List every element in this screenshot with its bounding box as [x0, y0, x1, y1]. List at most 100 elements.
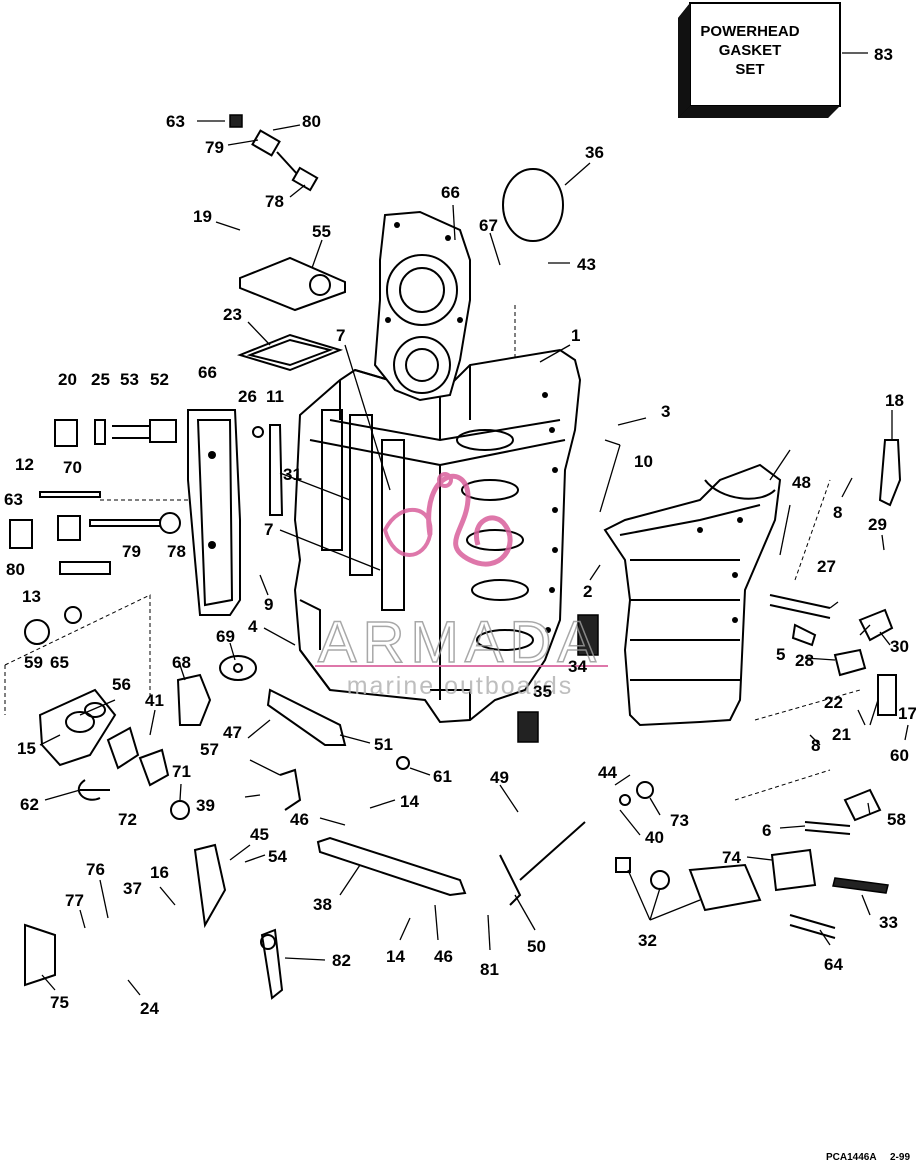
callout: 8	[833, 503, 842, 522]
callout: 53	[120, 370, 139, 389]
callout: 9	[264, 595, 273, 614]
callout: 4	[248, 617, 258, 636]
callout: 47	[223, 723, 242, 742]
callout: 8	[811, 736, 820, 755]
callout: 55	[312, 222, 331, 241]
watermark: ARMADA marine outboards	[315, 472, 608, 700]
head-gasket	[373, 210, 471, 402]
callout: 68	[172, 653, 191, 672]
leader-lines	[39, 120, 909, 996]
callout: 54	[268, 847, 287, 866]
callout: 50	[527, 937, 546, 956]
callout: 75	[50, 993, 69, 1012]
callout: 46	[434, 947, 453, 966]
callout: 65	[50, 653, 69, 672]
callout: 52	[150, 370, 169, 389]
callout: 39	[196, 796, 215, 815]
callout: 24	[140, 999, 159, 1018]
callout: 35	[533, 682, 552, 701]
side-cover	[187, 409, 241, 616]
callout: 21	[832, 725, 851, 744]
box-line-2: GASKET	[719, 42, 782, 59]
callout: 45	[250, 825, 269, 844]
callout: 23	[223, 305, 242, 324]
callout: 46	[290, 810, 309, 829]
callout: 5	[776, 645, 785, 664]
callout: 25	[91, 370, 110, 389]
callout: 83	[874, 45, 893, 64]
callout: 18	[885, 391, 904, 410]
callout: 80	[6, 560, 25, 579]
callout: 76	[86, 860, 105, 879]
callout: 60	[890, 746, 909, 765]
callout: 61	[433, 767, 452, 786]
callout: 37	[123, 879, 142, 898]
callout: 38	[313, 895, 332, 914]
callout: 12	[15, 455, 34, 474]
callout: 48	[792, 473, 811, 492]
callout: 80	[302, 112, 321, 131]
callout: 28	[795, 651, 814, 670]
callout: 2	[583, 582, 592, 601]
callout: 19	[193, 207, 212, 226]
callout: 74	[722, 848, 741, 867]
callout: 6	[762, 821, 771, 840]
callout: 59	[24, 653, 43, 672]
callout: 15	[17, 739, 36, 758]
callout: 63	[4, 490, 23, 509]
box-line-3: SET	[735, 61, 764, 78]
callout: 82	[332, 951, 351, 970]
callout: 7	[336, 326, 345, 345]
callout: 7	[264, 520, 273, 539]
callout: 22	[824, 693, 843, 712]
callout: 36	[585, 143, 604, 162]
callout: 57	[200, 740, 219, 759]
callout: 10	[634, 452, 653, 471]
callout: 32	[638, 931, 657, 950]
footer-ref: PCA1446A	[826, 1152, 877, 1162]
sensor-top	[229, 114, 319, 192]
callout: 34	[568, 657, 587, 676]
middle-parts	[170, 614, 599, 820]
callout-numbers: 63 80 79 78 19 55 23 36 66 67 43 7 1 3 1…	[4, 112, 916, 1018]
callout: 78	[265, 192, 284, 211]
callout: 20	[58, 370, 77, 389]
callout: 79	[205, 138, 224, 157]
callout: 16	[150, 863, 169, 882]
callout: 66	[441, 183, 460, 202]
watermark-tagline: marine outboards	[347, 672, 574, 700]
callout: 13	[22, 587, 41, 606]
callout: 66	[198, 363, 217, 382]
cylinder-block	[293, 348, 582, 724]
callout: 33	[879, 913, 898, 932]
linkage	[24, 821, 586, 1000]
callout: 70	[63, 458, 82, 477]
callout: 27	[817, 557, 836, 576]
callout: 64	[824, 955, 843, 974]
gasket-set-box: POWERHEAD GASKET SET 83	[678, 2, 893, 118]
callout: 30	[890, 637, 909, 656]
callout: 58	[887, 810, 906, 829]
callout: 40	[645, 828, 664, 847]
callout: 14	[400, 792, 419, 811]
right-parts	[615, 439, 902, 939]
watermark-name: ARMADA	[318, 610, 602, 675]
crankcase	[603, 463, 782, 727]
callout: 26	[238, 387, 257, 406]
o-ring-36	[502, 168, 564, 242]
callout: 56	[112, 675, 131, 694]
callout: 49	[490, 768, 509, 787]
callout: 11	[266, 387, 284, 406]
callout: 67	[479, 216, 498, 235]
callout: 72	[118, 810, 137, 829]
footer-date: 2-99	[890, 1152, 910, 1162]
thermostat-housing	[38, 688, 170, 801]
callout: 29	[868, 515, 887, 534]
callout: 71	[172, 762, 191, 781]
callout: 73	[670, 811, 689, 830]
callout: 14	[386, 947, 405, 966]
callout: 44	[598, 763, 617, 782]
callout: 41	[145, 691, 164, 710]
